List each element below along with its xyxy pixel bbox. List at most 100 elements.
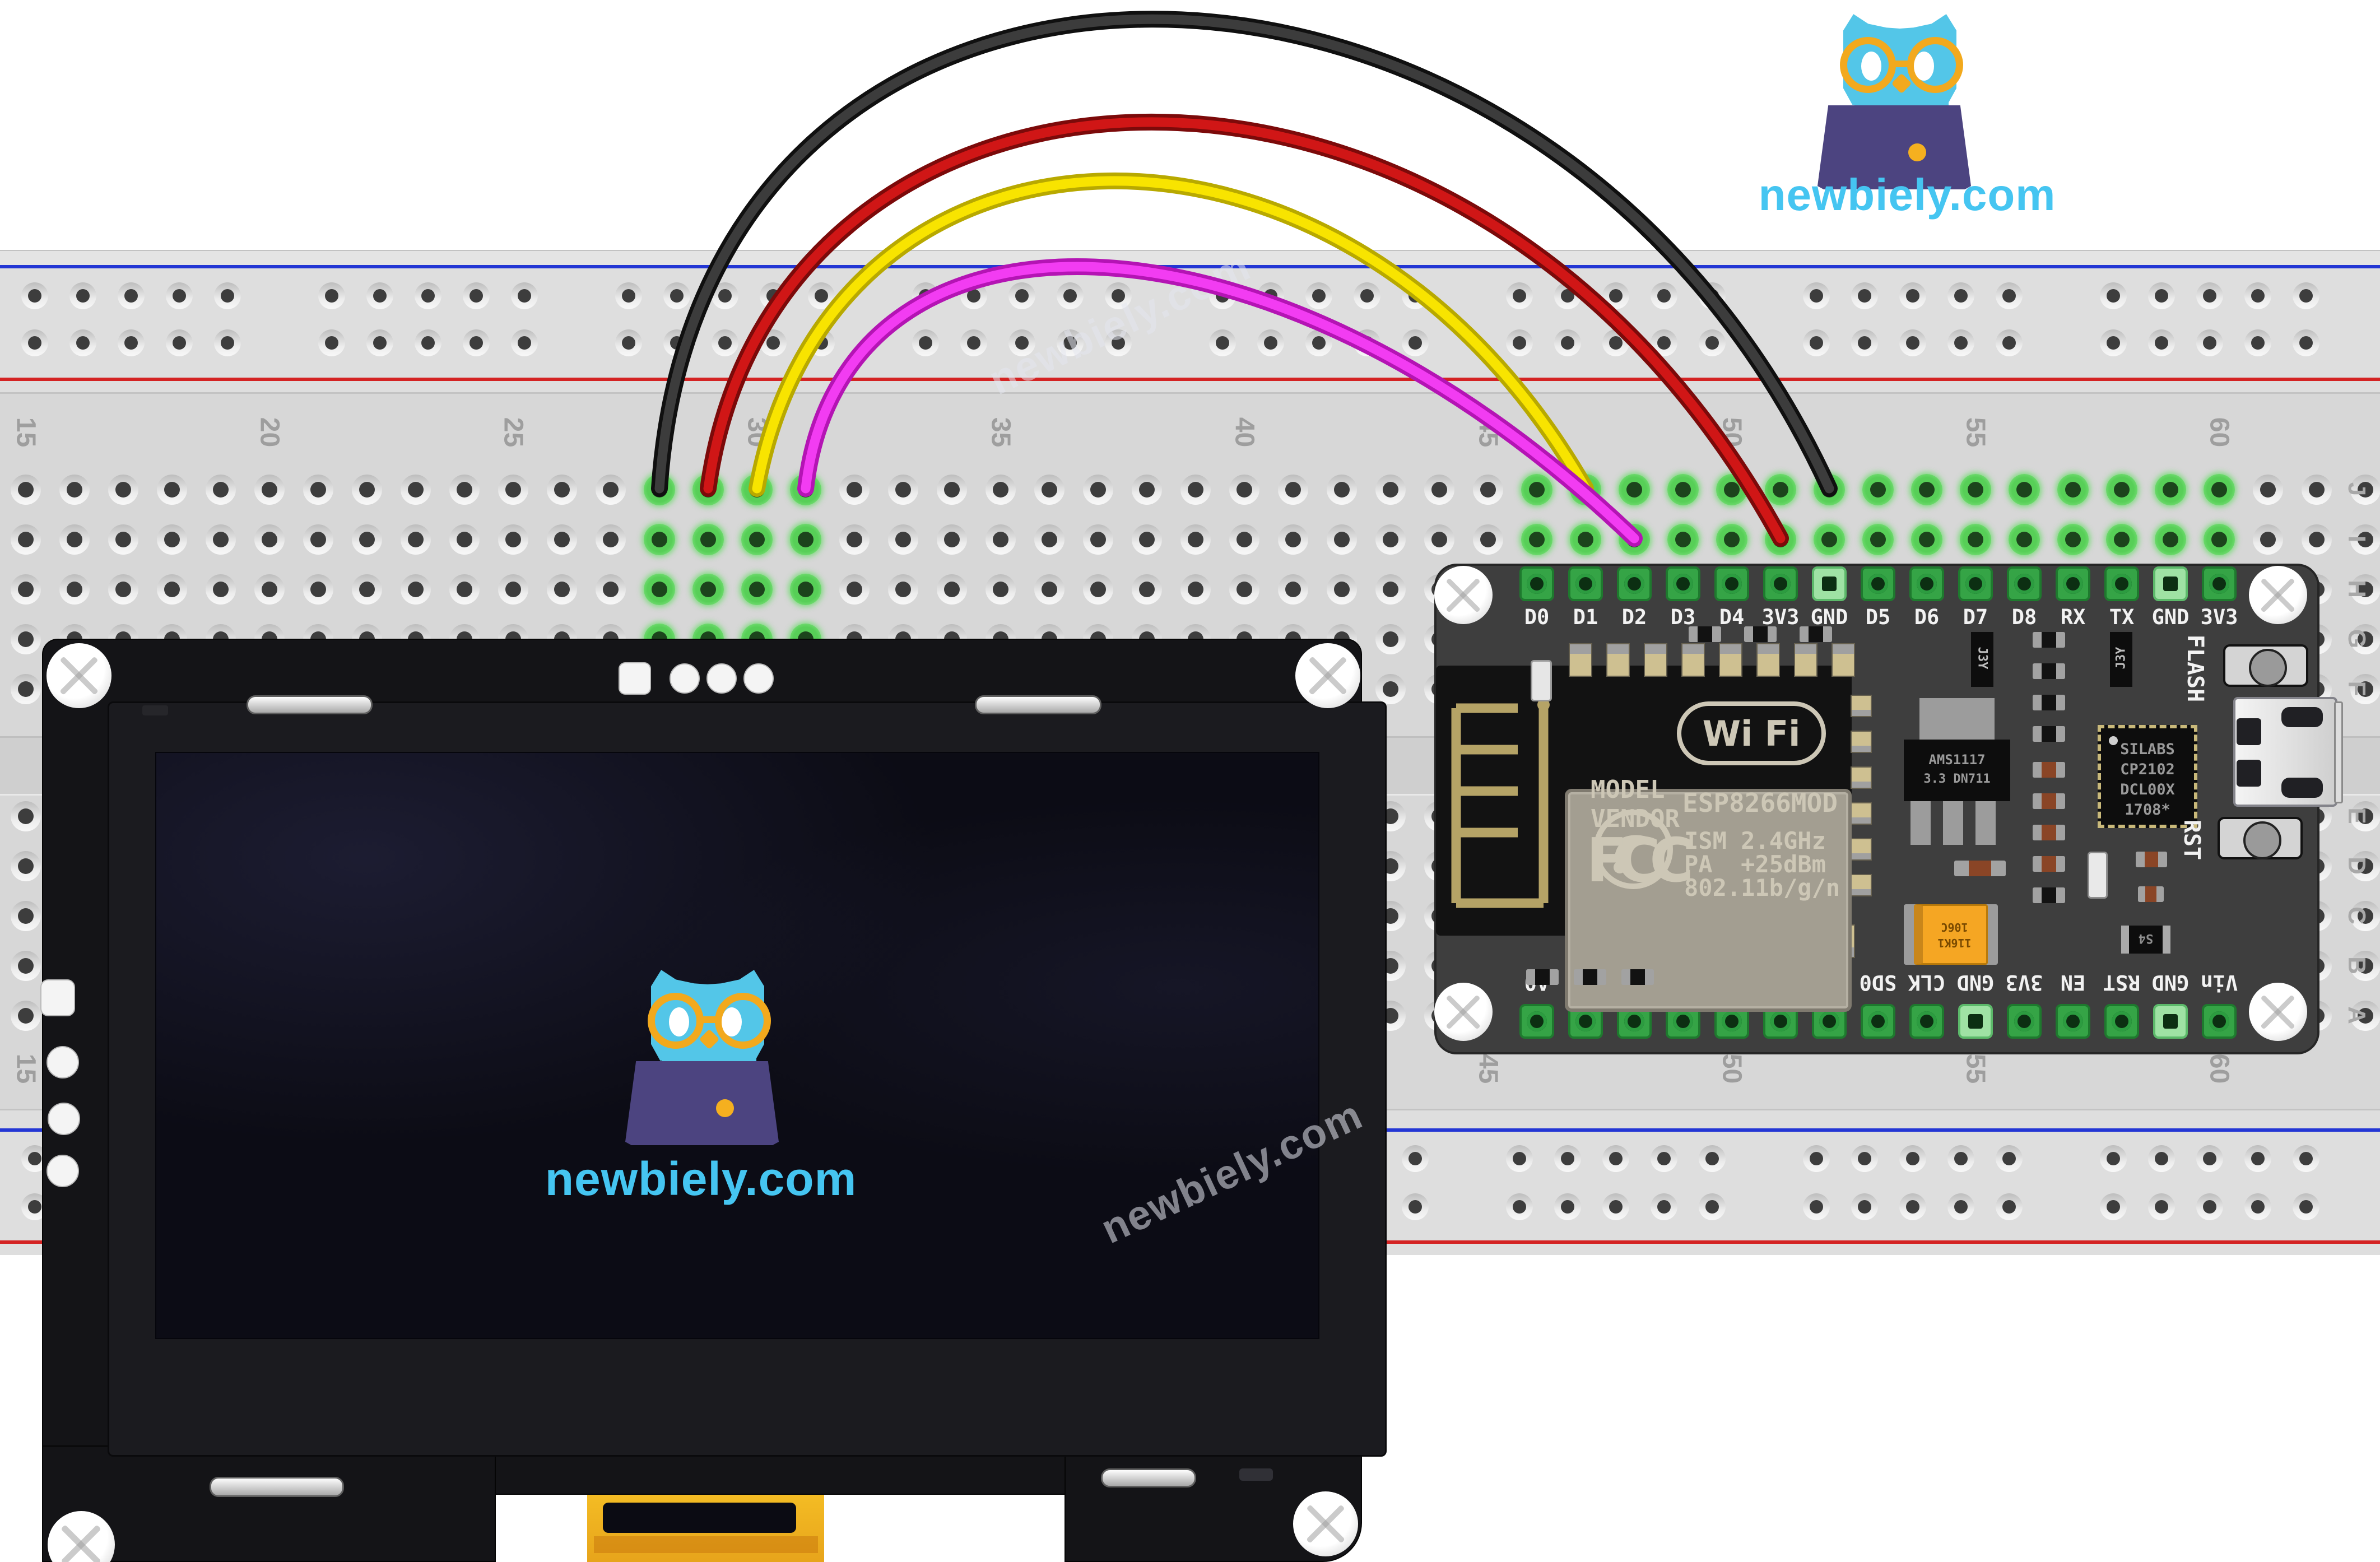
breadboard-rail-hole — [21, 282, 48, 309]
breadboard-hole — [596, 475, 626, 505]
breadboard-hole — [2350, 951, 2380, 981]
breadboard-hole — [596, 574, 626, 605]
owl-glasses-bridge-icon — [700, 1016, 718, 1023]
breadboard-hole — [254, 475, 285, 505]
breadboard-hole — [888, 524, 918, 555]
breadboard-hole — [498, 524, 528, 555]
breadboard-rail-hole — [2244, 282, 2271, 309]
breadboard-rail-hole — [808, 282, 835, 309]
breadboard-hole — [1424, 524, 1454, 555]
owl-eye-icon — [1861, 52, 1881, 81]
breadboard-hole — [1229, 524, 1259, 555]
breadboard-rail-hole — [318, 282, 345, 309]
breadboard-hole — [59, 475, 90, 505]
breadboard-hole — [352, 475, 382, 505]
breadboard-hole — [11, 475, 41, 505]
breadboard-rail-hole — [463, 329, 490, 356]
breadboard-hole — [254, 524, 285, 555]
breadboard-rail-hole — [1803, 329, 1830, 356]
breadboard-hole — [303, 574, 333, 605]
owl-eye-icon — [1914, 52, 1934, 81]
breadboard-hole — [1180, 475, 1211, 505]
breadboard-hole — [937, 475, 967, 505]
breadboard-hole — [1132, 524, 1162, 555]
breadboard-hole — [352, 574, 382, 605]
breadboard-rail-hole — [415, 282, 441, 309]
breadboard-hole — [1034, 475, 1065, 505]
breadboard-hole — [11, 1001, 41, 1031]
breadboard-hole — [1375, 574, 1406, 605]
breadboard-hole — [888, 475, 918, 505]
breadboard-rail-hole — [1008, 282, 1035, 309]
breadboard-rail-hole — [1257, 329, 1284, 356]
breadboard-rail-hole — [318, 329, 345, 356]
owl-eye-icon — [722, 1007, 742, 1036]
breadboard-rail-hole — [2293, 282, 2319, 309]
breadboard-rail-hole — [511, 329, 538, 356]
breadboard-hole — [206, 475, 236, 505]
breadboard-hole — [1327, 475, 1357, 505]
breadboard-hole — [11, 674, 41, 704]
newbiely-logo: newbiely.com — [545, 967, 856, 1205]
breadboard-rail-hole — [1402, 329, 1429, 356]
breadboard-rail-hole — [2196, 282, 2223, 309]
breadboard-hole — [596, 524, 626, 555]
breadboard-hole — [1132, 475, 1162, 505]
breadboard-rail-hole — [2148, 329, 2175, 356]
breadboard-hole — [1132, 574, 1162, 605]
breadboard-hole — [1278, 574, 1308, 605]
breadboard-hole — [449, 475, 480, 505]
breadboard-hole — [1083, 574, 1113, 605]
breadboard-rail-hole — [2244, 329, 2271, 356]
newbiely-logo: newbiely.com — [1759, 11, 2055, 247]
breadboard-top-strip — [0, 251, 2380, 266]
owl-glasses-bridge-icon — [1893, 61, 1910, 67]
breadboard-hole — [206, 574, 236, 605]
breadboard-hole — [547, 574, 577, 605]
breadboard-rail-hole — [2100, 329, 2127, 356]
breadboard-rail-hole — [1602, 282, 1629, 309]
breadboard-hole — [401, 574, 431, 605]
breadboard-hole — [1424, 475, 1454, 505]
breadboard-hole — [2302, 475, 2332, 505]
power-rail-blue-line-top — [0, 265, 2380, 268]
breadboard-hole — [2350, 851, 2380, 881]
breadboard-hole — [11, 624, 41, 654]
breadboard-rail-hole — [1803, 282, 1830, 309]
laptop-logo-dot-icon — [716, 1099, 734, 1117]
breadboard-rail-hole — [1209, 329, 1236, 356]
breadboard-rail-hole — [463, 282, 490, 309]
breadboard-rail-hole — [1354, 282, 1380, 309]
laptop-logo-dot-icon — [1908, 143, 1926, 161]
breadboard-rail-hole — [2148, 282, 2175, 309]
breadboard-hole — [937, 574, 967, 605]
breadboard-hole — [11, 801, 41, 831]
breadboard-hole — [11, 951, 41, 981]
breadboard-rail-hole — [1105, 329, 1132, 356]
breadboard-hole — [1180, 574, 1211, 605]
breadboard-hole — [1375, 674, 1406, 704]
breadboard-hole — [59, 574, 90, 605]
breadboard-rail-hole — [1057, 329, 1084, 356]
breadboard-rail-hole — [1506, 329, 1533, 356]
breadboard-rail-hole — [2293, 329, 2319, 356]
breadboard-hole — [547, 475, 577, 505]
breadboard-hole — [2253, 475, 2283, 505]
breadboard-hole — [1375, 524, 1406, 555]
breadboard-hole — [401, 475, 431, 505]
breadboard-rail-hole — [118, 329, 145, 356]
breadboard-hole — [839, 475, 870, 505]
breadboard-hole — [986, 524, 1016, 555]
breadboard-hole — [1375, 624, 1406, 654]
breadboard-rail-hole — [2196, 329, 2223, 356]
breadboard-hole — [401, 524, 431, 555]
breadboard-rail-hole — [615, 282, 642, 309]
breadboard-rail-hole — [615, 329, 642, 356]
breadboard-rail-hole — [1105, 282, 1132, 309]
breadboard-rail-hole — [1851, 329, 1878, 356]
breadboard-hole — [1034, 524, 1065, 555]
breadboard-hole — [1229, 475, 1259, 505]
breadboard-hole — [449, 574, 480, 605]
owl-eye-icon — [669, 1007, 689, 1036]
